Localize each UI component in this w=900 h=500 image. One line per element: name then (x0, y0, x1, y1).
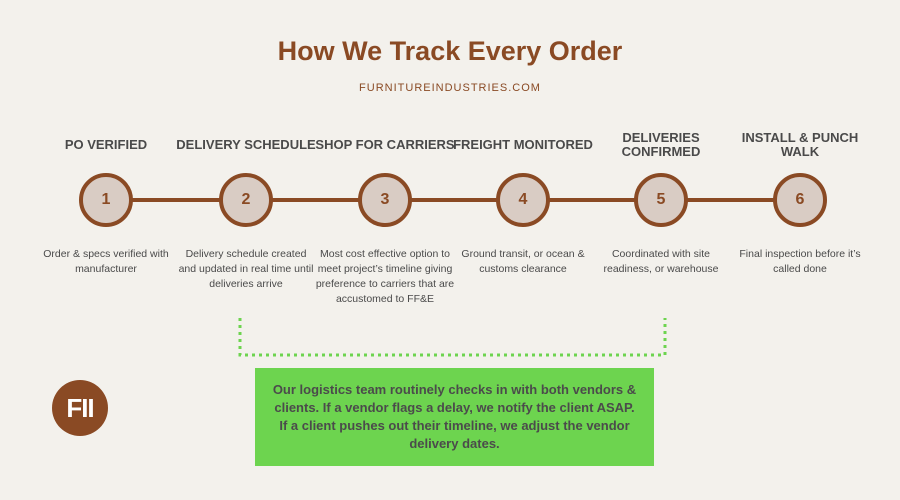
company-logo: FII (52, 380, 108, 436)
step-circle (79, 173, 133, 227)
step-description: Most cost effective option to meet proje… (315, 248, 455, 305)
step-circle (358, 173, 412, 227)
step-description: Final inspection before it’s called done (739, 248, 861, 275)
step-circle (634, 173, 688, 227)
step-title: DELIVERY SCHEDULE (176, 137, 316, 152)
step-number: 2 (241, 191, 251, 208)
step-title: DELIVERIES CONFIRMED (621, 130, 701, 159)
step-number: 4 (518, 191, 528, 208)
step-description: Ground transit, or ocean & customs clear… (461, 248, 585, 275)
step-number: 1 (101, 191, 111, 208)
step-circle (773, 173, 827, 227)
step-number: 3 (380, 191, 390, 208)
step-title: PO VERIFIED (64, 137, 148, 152)
step-circle (496, 173, 550, 227)
step-number: 5 (656, 191, 666, 208)
step-title: SHOP FOR CARRIERS (315, 137, 455, 152)
step-description: Coordinated with site readiness, or ware… (603, 248, 719, 275)
step-description: Order & specs verified with manufacturer (43, 248, 169, 275)
step-description: Delivery schedule created and updated in… (178, 248, 314, 290)
step-circle (219, 173, 273, 227)
step-number: 6 (795, 191, 805, 208)
logistics-note: Our logistics team routinely checks in w… (255, 368, 654, 466)
step-title: INSTALL & PUNCH WALK (741, 130, 859, 159)
page-title: How We Track Every Order (277, 36, 623, 66)
step-title: FREIGHT MONITORED (453, 137, 593, 152)
dotted-bracket (238, 318, 667, 357)
website-subtitle: FURNITUREINDUSTRIES.COM (359, 82, 541, 94)
